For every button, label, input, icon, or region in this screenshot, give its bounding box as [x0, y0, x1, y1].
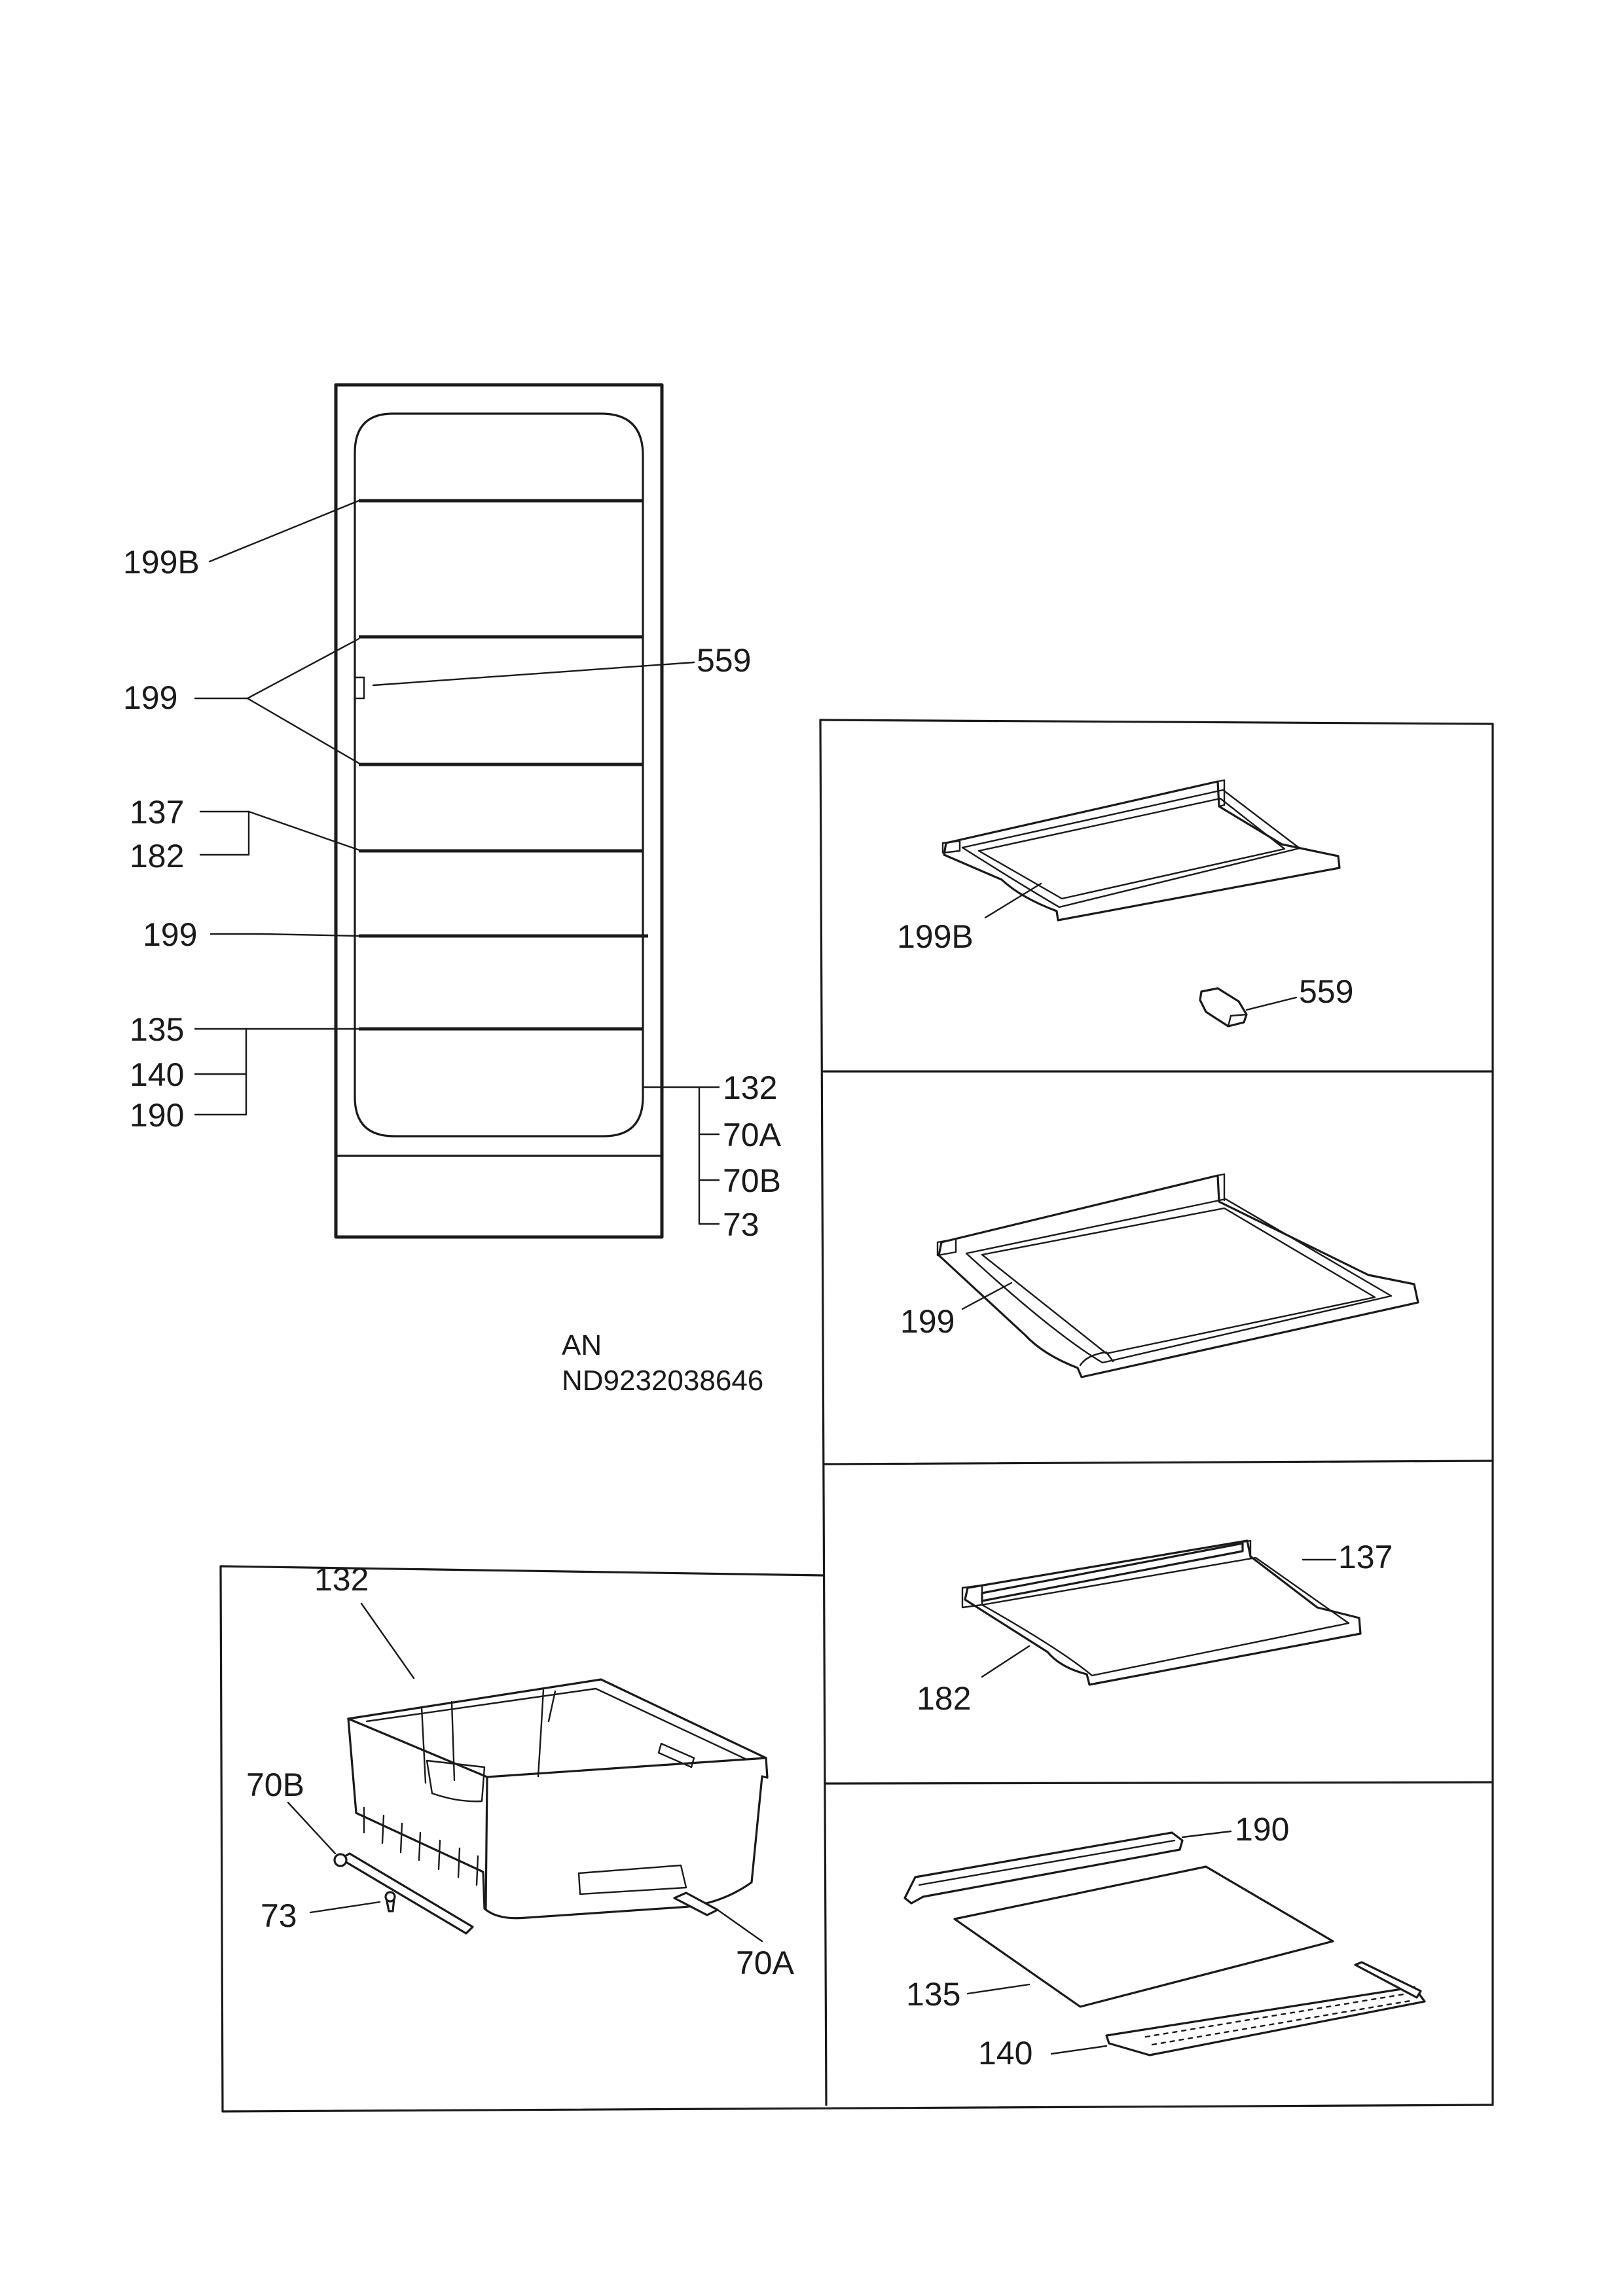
- label-199b: 199B: [123, 544, 200, 581]
- shelf-199: [936, 1173, 1419, 1378]
- leader-drawer-70a: [716, 1909, 763, 1943]
- drawer-label-70b: 70B: [246, 1767, 304, 1803]
- panel-divider-3: [824, 1781, 1494, 1785]
- cabinet-outline: [334, 383, 664, 1239]
- panel-label-190: 190: [1235, 1811, 1289, 1848]
- panel-label-140: 140: [978, 2035, 1032, 2072]
- label-140: 140: [130, 1056, 184, 1093]
- leader-137-shelf: [247, 810, 363, 852]
- panel-label-182: 182: [917, 1680, 971, 1717]
- leader-panel-559: [1245, 996, 1298, 1011]
- leader-panel-135: [966, 1983, 1030, 1995]
- leader-199-up: [246, 637, 360, 700]
- label-73: 73: [723, 1206, 759, 1243]
- leader-drawer-132: [360, 1602, 415, 1679]
- shelf-199b: [941, 779, 1341, 922]
- label-182: 182: [130, 838, 184, 874]
- right-panels-frame: [819, 719, 1494, 2106]
- label-199-lower: 199: [143, 916, 197, 953]
- label-135: 135: [130, 1011, 184, 1048]
- right-panels-divider: [819, 719, 828, 2106]
- model-code-line1: AN: [562, 1329, 602, 1361]
- drawer-label-70a: 70A: [736, 1945, 795, 1981]
- trim-137: [981, 1539, 1252, 1602]
- panel-label-137: 137: [1338, 1539, 1393, 1575]
- drawer-132: [347, 1678, 769, 1920]
- drawer-panel-frame: [219, 1565, 1494, 2113]
- drawer-label-132: 132: [314, 1561, 369, 1598]
- leader-199-down: [246, 697, 360, 764]
- model-code-line2: ND9232038646: [562, 1365, 763, 1397]
- rail-190: [903, 1831, 1184, 1905]
- overview-labels: 199B 199 559 137 182 199 135 140 190 132…: [123, 544, 782, 1243]
- leader-559: [372, 661, 695, 687]
- drawer-panel: 132 70B 73 70A: [246, 1561, 795, 1981]
- glass-135: [953, 1865, 1334, 2008]
- leader-panel-140: [1050, 2045, 1108, 2055]
- label-70a: 70A: [723, 1117, 782, 1153]
- leader-drawer-73: [309, 1901, 381, 1914]
- leader-199b: [208, 499, 360, 563]
- leader-panel-199: [961, 1282, 1013, 1310]
- overview-leaders: [194, 499, 720, 1225]
- leader-panel-199b: [984, 882, 1042, 919]
- clip-559: [1199, 987, 1248, 1028]
- cabinet-inner-liner: [354, 412, 644, 1138]
- leader-199c: [261, 933, 360, 937]
- drawer-label-73: 73: [261, 1897, 297, 1934]
- panel-frames: [219, 719, 1494, 2113]
- rail-70b: [333, 1852, 474, 1935]
- label-190: 190: [130, 1097, 184, 1134]
- label-132: 132: [723, 1069, 777, 1106]
- label-199-upper: 199: [123, 679, 177, 716]
- panel-199: 199: [900, 1173, 1419, 1378]
- panel-label-559: 559: [1299, 973, 1353, 1010]
- leader-panel-182: [981, 1645, 1030, 1678]
- panel-label-199b: 199B: [897, 918, 974, 955]
- trim-140: [1105, 1961, 1426, 2056]
- screw-73: [384, 1891, 396, 1912]
- panel-199b: 199B 559: [897, 779, 1353, 1028]
- clip-marker-559: [354, 676, 365, 700]
- panel-137-182: 137 182: [917, 1539, 1393, 1717]
- panel-divider-2: [822, 1460, 1494, 1465]
- leader-panel-190: [1181, 1830, 1232, 1839]
- label-137: 137: [130, 794, 184, 831]
- label-70b: 70B: [723, 1162, 781, 1199]
- panel-label-199: 199: [900, 1303, 955, 1340]
- panel-label-135: 135: [906, 1976, 960, 2013]
- label-559: 559: [697, 642, 751, 679]
- panel-190-135-140: 190 135 140: [903, 1811, 1426, 2072]
- cabinet-overview: [334, 383, 664, 1239]
- leader-drawer-70b: [287, 1801, 337, 1855]
